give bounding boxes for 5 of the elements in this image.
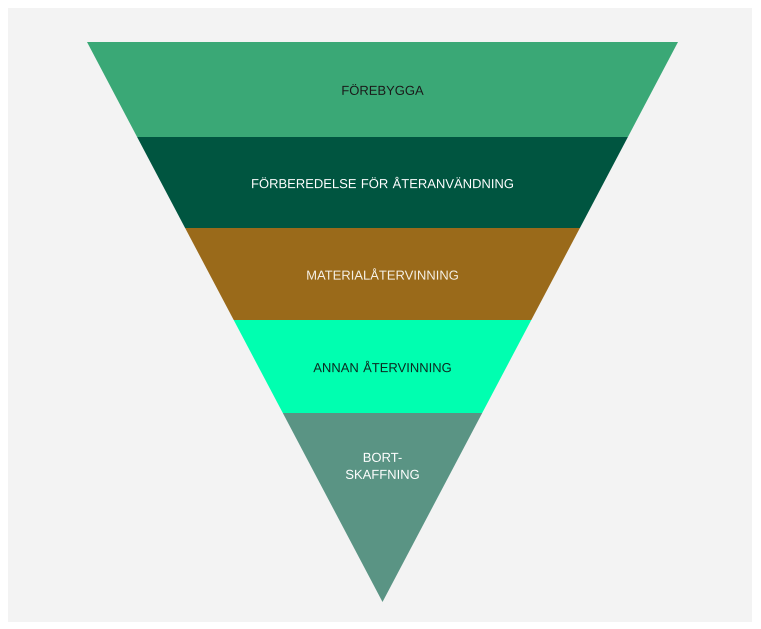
hierarchy-band: ANNAN ÅTERVINNING — [234, 320, 532, 413]
triangle-segment: BORT- SKAFFNING — [282, 413, 482, 602]
hierarchy-band: FÖRBEREDELSE FÖR ÅTERANVÄNDNING — [137, 137, 628, 228]
hierarchy-band: MATERIALÅTERVINNING — [185, 228, 580, 320]
hierarchy-band: FÖREBYGGA — [87, 42, 678, 137]
